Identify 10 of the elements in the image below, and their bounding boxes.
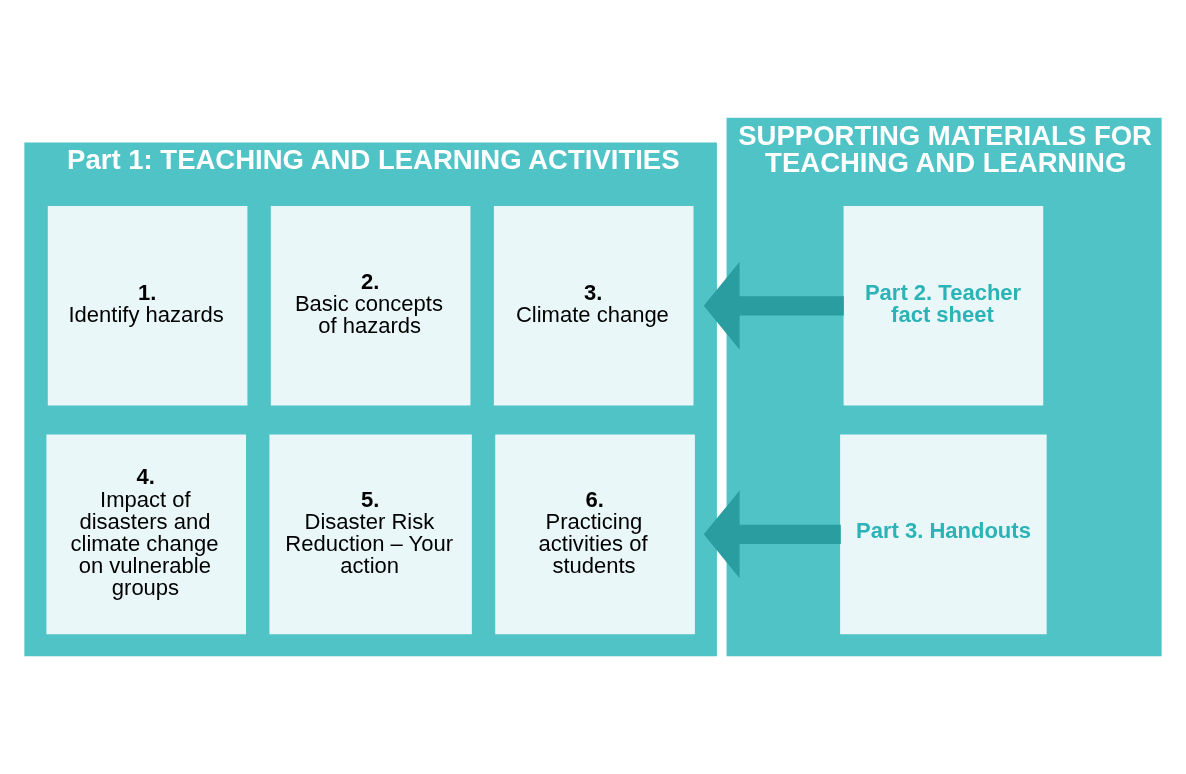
node-box: Part 2. Teacher fact sheet [843,205,1044,406]
arrow [703,490,841,579]
node-box: 5. Disaster Risk Reduction – Your action [269,434,472,635]
node-box: Part 3. Handouts [840,434,1047,635]
node-box: 6. Practicing activities of students [495,434,695,635]
node-box: 1. Identify hazards [47,205,248,406]
node-box: 4. Impact of disasters and climate change on vulnerable groups [46,434,247,635]
arrow [703,261,844,350]
node-box: 3. Climate change [493,205,694,406]
node-box: 2. Basic concepts of hazards [270,205,471,406]
